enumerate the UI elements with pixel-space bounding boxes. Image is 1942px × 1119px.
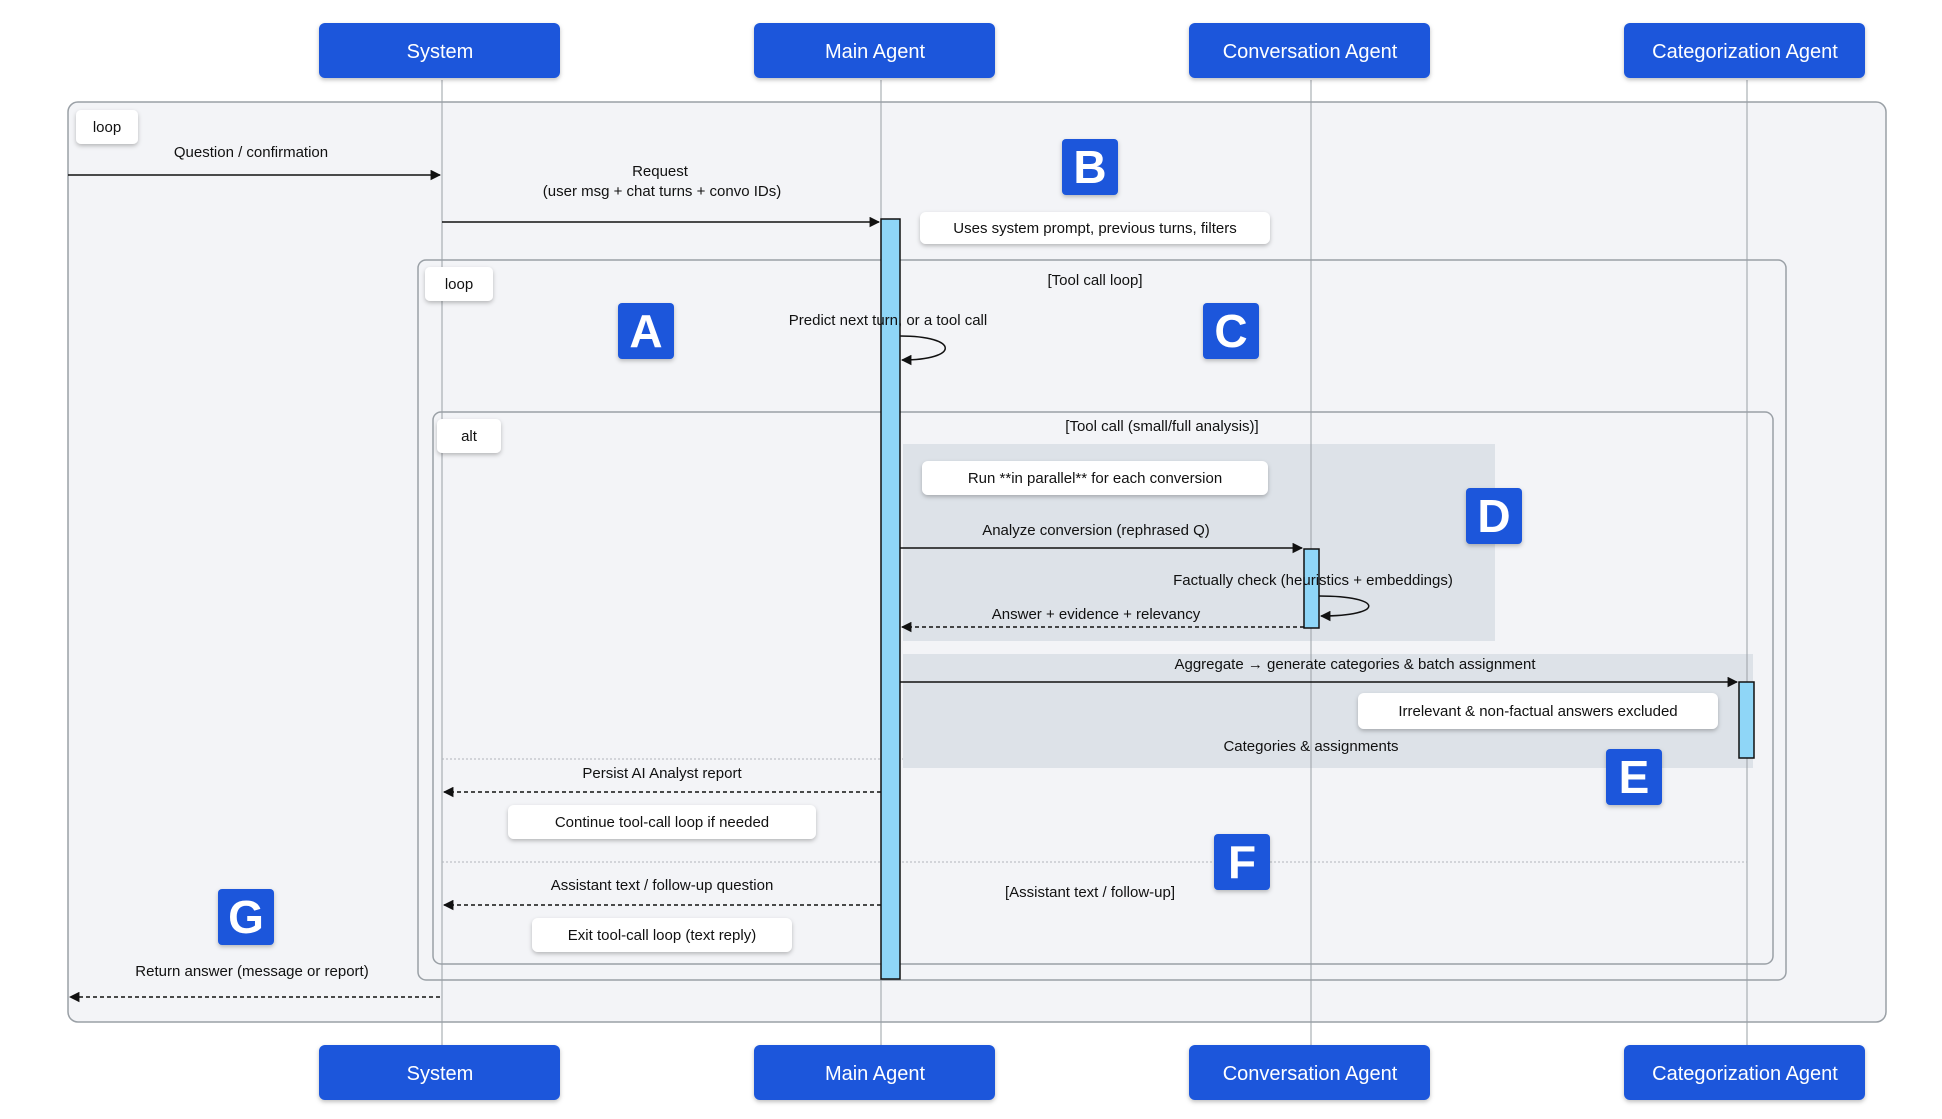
categories-label: Categories & assignments	[1223, 738, 1398, 755]
alt-tag	[437, 419, 501, 453]
main-agent-actor-bottom-label: Main Agent	[825, 1063, 926, 1085]
assistant-text-label: Assistant text / follow-up question	[551, 877, 774, 894]
conversation-agent-actor-bottom[interactable]	[1189, 1045, 1430, 1100]
marker-a-box	[618, 303, 674, 359]
alt-condition: [Tool call (small/full analysis)]	[1065, 418, 1258, 435]
question-label: Question / confirmation	[174, 144, 328, 161]
categorization-agent-activation	[1738, 681, 1755, 759]
marker-f: F	[1228, 836, 1256, 888]
main-agent-actor-bottom[interactable]	[754, 1045, 995, 1100]
system-actor-top-label: System	[407, 41, 474, 63]
categorization-agent-actor-top[interactable]	[1624, 23, 1865, 78]
marker-e: E	[1619, 751, 1650, 803]
aggregate-label: Aggregate → generate categories & batch …	[1174, 656, 1536, 673]
marker-c-box	[1203, 303, 1259, 359]
irrelevant-note	[1358, 693, 1718, 729]
marker-c: C	[1214, 305, 1247, 357]
exit-loop-text: Exit tool-call loop (text reply)	[568, 927, 756, 944]
marker-b-box	[1062, 139, 1118, 195]
exit-loop-note	[532, 918, 792, 952]
alt-label: alt	[461, 428, 478, 445]
factual-self-arrow	[1318, 595, 1370, 622]
inner-loop-frame	[417, 259, 1787, 981]
marker-f-box	[1214, 834, 1270, 890]
factual-label: Factually check (heuristics + embeddings…	[1173, 572, 1453, 589]
request-label-line1: Request	[632, 163, 689, 180]
run-parallel-note	[922, 461, 1268, 495]
marker-e-box	[1606, 749, 1662, 805]
alt-frame	[432, 411, 1774, 965]
categorization-agent-actor-bottom[interactable]	[1624, 1045, 1865, 1100]
categorization-agent-actor-top-label: Categorization Agent	[1652, 41, 1838, 63]
persist-label: Persist AI Analyst report	[582, 765, 742, 782]
main-agent-actor-top-label: Main Agent	[825, 41, 926, 63]
conversation-agent-actor-top-label: Conversation Agent	[1223, 41, 1398, 63]
main-agent-actor-top[interactable]	[754, 23, 995, 78]
system-actor-top[interactable]	[319, 23, 560, 78]
uses-prompt-note	[920, 212, 1270, 244]
system-actor-bottom-label: System	[407, 1063, 474, 1085]
marker-g: G	[228, 891, 264, 943]
inner-loop-condition: [Tool call loop]	[1047, 272, 1142, 289]
marker-d: D	[1477, 490, 1510, 542]
predict-self-arrow	[899, 335, 946, 366]
continue-loop-note	[508, 805, 816, 839]
marker-d-box	[1466, 488, 1522, 544]
run-parallel-text: Run **in parallel** for each conversion	[968, 470, 1222, 487]
marker-a: A	[629, 305, 662, 357]
system-actor-bottom[interactable]	[319, 1045, 560, 1100]
categorization-agent-actor-bottom-label: Categorization Agent	[1652, 1063, 1838, 1085]
request-label-line2: (user msg + chat turns + convo IDs)	[543, 183, 781, 200]
outer-loop-label: loop	[93, 119, 121, 136]
analyze-label: Analyze conversion (rephrased Q)	[982, 522, 1210, 539]
conversation-agent-actor-top[interactable]	[1189, 23, 1430, 78]
conversation-agent-activation	[1303, 548, 1320, 629]
conversation-agent-actor-bottom-label: Conversation Agent	[1223, 1063, 1398, 1085]
alt-else-condition: [Assistant text / follow-up]	[1005, 884, 1175, 901]
answer-evidence-label: Answer + evidence + relevancy	[992, 606, 1201, 623]
inner-loop-label: loop	[445, 276, 473, 293]
return-answer-label: Return answer (message or report)	[135, 963, 368, 980]
main-agent-activation	[880, 218, 901, 980]
marker-g-box	[218, 889, 274, 945]
continue-loop-text: Continue tool-call loop if needed	[555, 814, 769, 831]
outer-loop-tag	[76, 110, 138, 144]
uses-prompt-text: Uses system prompt, previous turns, filt…	[953, 220, 1236, 237]
marker-b: B	[1073, 141, 1106, 193]
irrelevant-text: Irrelevant & non-factual answers exclude…	[1398, 703, 1677, 720]
inner-loop-tag	[425, 267, 493, 301]
predict-label: Predict next turn, or a tool call	[789, 312, 987, 329]
